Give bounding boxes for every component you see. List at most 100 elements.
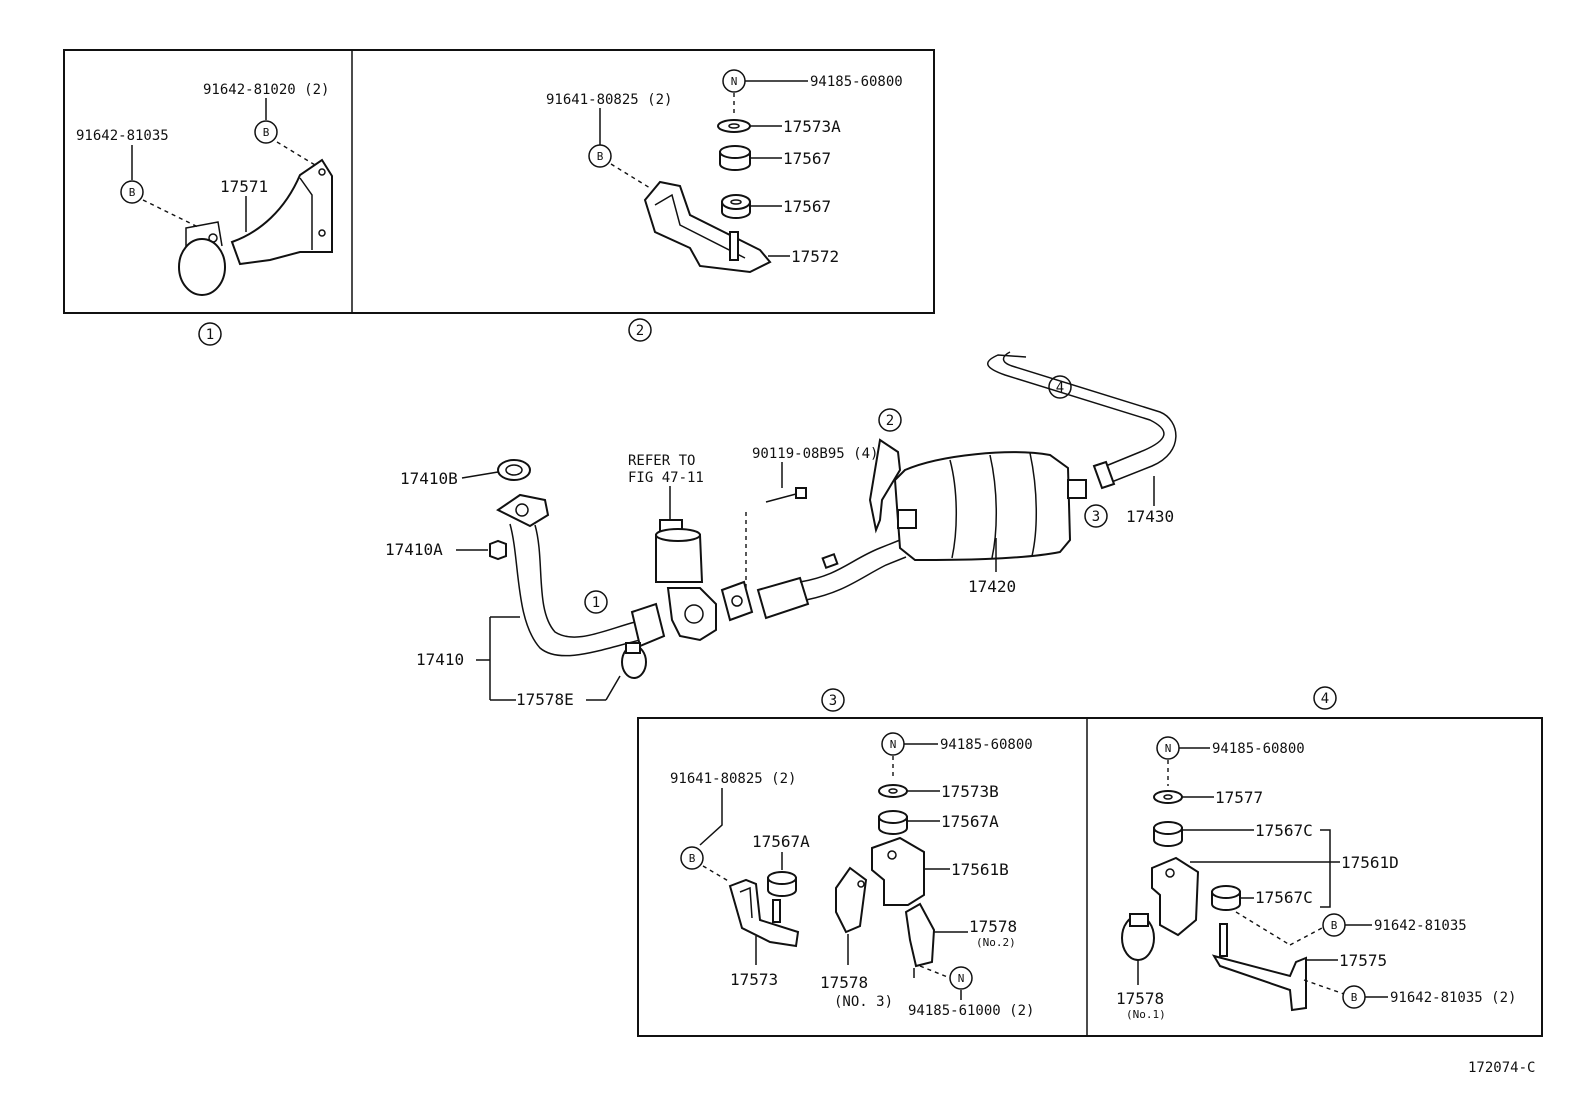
label-p2-washer: 17573A — [783, 117, 841, 136]
bracket-17573-icon — [728, 878, 800, 948]
label-muffler: 17420 — [968, 577, 1016, 596]
label-p4-cushion-top: 17567C — [1255, 821, 1313, 840]
dash-leader — [1235, 911, 1291, 946]
panel-box-1-2 — [63, 49, 935, 314]
svg-text:B: B — [689, 852, 696, 865]
label-p4-assembly: 17561D — [1341, 853, 1399, 872]
leader — [605, 675, 621, 701]
svg-text:B: B — [129, 186, 136, 199]
panel-2: 91641-80825 (2) B N 94185-60800 17573A 1… — [546, 69, 903, 274]
label-p4-bolt-b: 91642-81035 (2) — [1390, 990, 1516, 1006]
label-p3-cushion-top: 17567A — [941, 812, 999, 831]
converter-icon — [655, 519, 717, 642]
leader — [461, 471, 499, 479]
label-refer-1: REFER TO — [628, 453, 695, 469]
cushion-icon — [878, 810, 908, 835]
cushion-icon — [719, 145, 751, 171]
dash-leader — [919, 965, 951, 979]
bolt-callout-icon: B — [1322, 913, 1346, 937]
label-p2-cushion-bottom: 17567 — [783, 197, 831, 216]
panel-number-4: 4 — [1313, 686, 1337, 710]
label-p2-cushion-top: 17567 — [783, 149, 831, 168]
panel-3: 91641-80825 (2) B N 94185-60800 17573B 1… — [670, 732, 1034, 1019]
callout-3: 3 — [1084, 504, 1108, 528]
muffler-icon — [868, 438, 1087, 562]
clamp-no1-icon — [1121, 913, 1155, 961]
nut-callout-icon: N — [1156, 736, 1180, 760]
washer-icon — [1153, 790, 1183, 804]
clamp-no2-icon — [904, 902, 936, 978]
callout-1: 1 — [584, 590, 608, 614]
svg-text:N: N — [890, 738, 897, 751]
dash-leader — [1303, 979, 1345, 995]
callout-2: 2 — [878, 408, 902, 432]
label-bolt: 90119-08B95 (4) — [752, 446, 878, 462]
svg-text:N: N — [1165, 742, 1172, 755]
tail-pipe-icon — [987, 351, 1177, 490]
leader — [476, 616, 520, 701]
bracket-17561d-icon — [1151, 856, 1200, 937]
label-p1-bracket: 17571 — [220, 177, 268, 196]
nut-callout-icon: N — [722, 69, 746, 93]
svg-text:4: 4 — [1056, 380, 1064, 396]
bolt-callout-icon: B — [1342, 985, 1366, 1009]
panel-number-2: 2 — [628, 318, 652, 342]
label-refer-2: FIG 47-11 — [628, 470, 704, 486]
label-p4-washer: 17577 — [1215, 788, 1263, 807]
svg-text:1: 1 — [206, 327, 214, 343]
label-p2-bolt: 91641-80825 (2) — [546, 92, 672, 108]
dash-leader — [1289, 927, 1323, 946]
svg-text:2: 2 — [636, 323, 644, 339]
washer-icon — [717, 119, 751, 133]
label-p2-nut: 94185-60800 — [810, 74, 903, 90]
front-pipe-icon — [496, 493, 666, 657]
cushion-icon — [1211, 885, 1241, 911]
svg-text:1: 1 — [592, 595, 600, 611]
bolt-callout-icon: B — [680, 846, 704, 870]
label-p3-nut-bottom: 94185-61000 (2) — [908, 1003, 1034, 1019]
label-front-pipe: 17410 — [416, 650, 464, 669]
label-tail-pipe: 17430 — [1126, 507, 1174, 526]
label-p4-clamp-no1: 17578 — [1116, 989, 1164, 1008]
label-p4-bracket: 17575 — [1339, 951, 1387, 970]
label-p3-washer: 17573B — [941, 782, 999, 801]
panel-4: N 94185-60800 17577 17567C 17561D 17567C — [1116, 736, 1516, 1021]
bolt-callout-icon: B — [254, 120, 278, 144]
label-p4-cushion-bottom: 17567C — [1255, 888, 1313, 907]
label-p3-clamp-no3: 17578 — [820, 973, 868, 992]
label-p4-clamp-no1-sub: (No.1) — [1126, 1008, 1166, 1021]
leader — [1320, 829, 1340, 908]
diagram-id: 172074-C — [1468, 1060, 1535, 1076]
washer-icon — [878, 784, 908, 798]
label-p4-bolt-a: 91642-81035 — [1374, 918, 1467, 934]
label-clamp: 17578E — [516, 690, 574, 709]
cushion-icon — [1153, 821, 1183, 847]
dash-leader — [610, 163, 651, 189]
svg-text:4: 4 — [1321, 691, 1329, 707]
bracket-17561b-icon — [871, 836, 925, 906]
main-assembly: 17410B 17410A 17410 17578E — [385, 351, 1177, 709]
nut-callout-icon: N — [949, 966, 973, 990]
panel-box-3-4 — [637, 717, 1543, 1037]
label-p3-base-bracket: 17573 — [730, 970, 778, 989]
label-p1-bolt-b: 91642-81035 — [76, 128, 169, 144]
dash-leader — [276, 141, 321, 169]
panel-number-1: 1 — [198, 322, 222, 346]
label-p3-nut-top: 94185-60800 — [940, 737, 1033, 753]
leader — [699, 788, 723, 846]
svg-text:3: 3 — [1092, 509, 1100, 525]
clamp-no3-icon — [835, 866, 868, 934]
clamp-icon — [621, 642, 647, 679]
svg-text:3: 3 — [829, 693, 837, 709]
bracket-17575-icon — [1211, 923, 1307, 1012]
label-p3-bolt: 91641-80825 (2) — [670, 771, 796, 787]
svg-text:2: 2 — [886, 413, 894, 429]
label-p3-clamp-no2: 17578 — [969, 917, 1017, 936]
center-pipe-icon — [720, 539, 907, 622]
label-p3-bracket: 17561B — [951, 860, 1009, 879]
bolt-callout-icon: B — [588, 144, 612, 168]
label-p3-clamp-no2-sub: (No.2) — [976, 936, 1016, 949]
bolt-callout-icon: B — [120, 180, 144, 204]
label-p3-clamp-no3-sub: (NO. 3) — [834, 994, 893, 1010]
bolt-icon — [765, 487, 807, 503]
